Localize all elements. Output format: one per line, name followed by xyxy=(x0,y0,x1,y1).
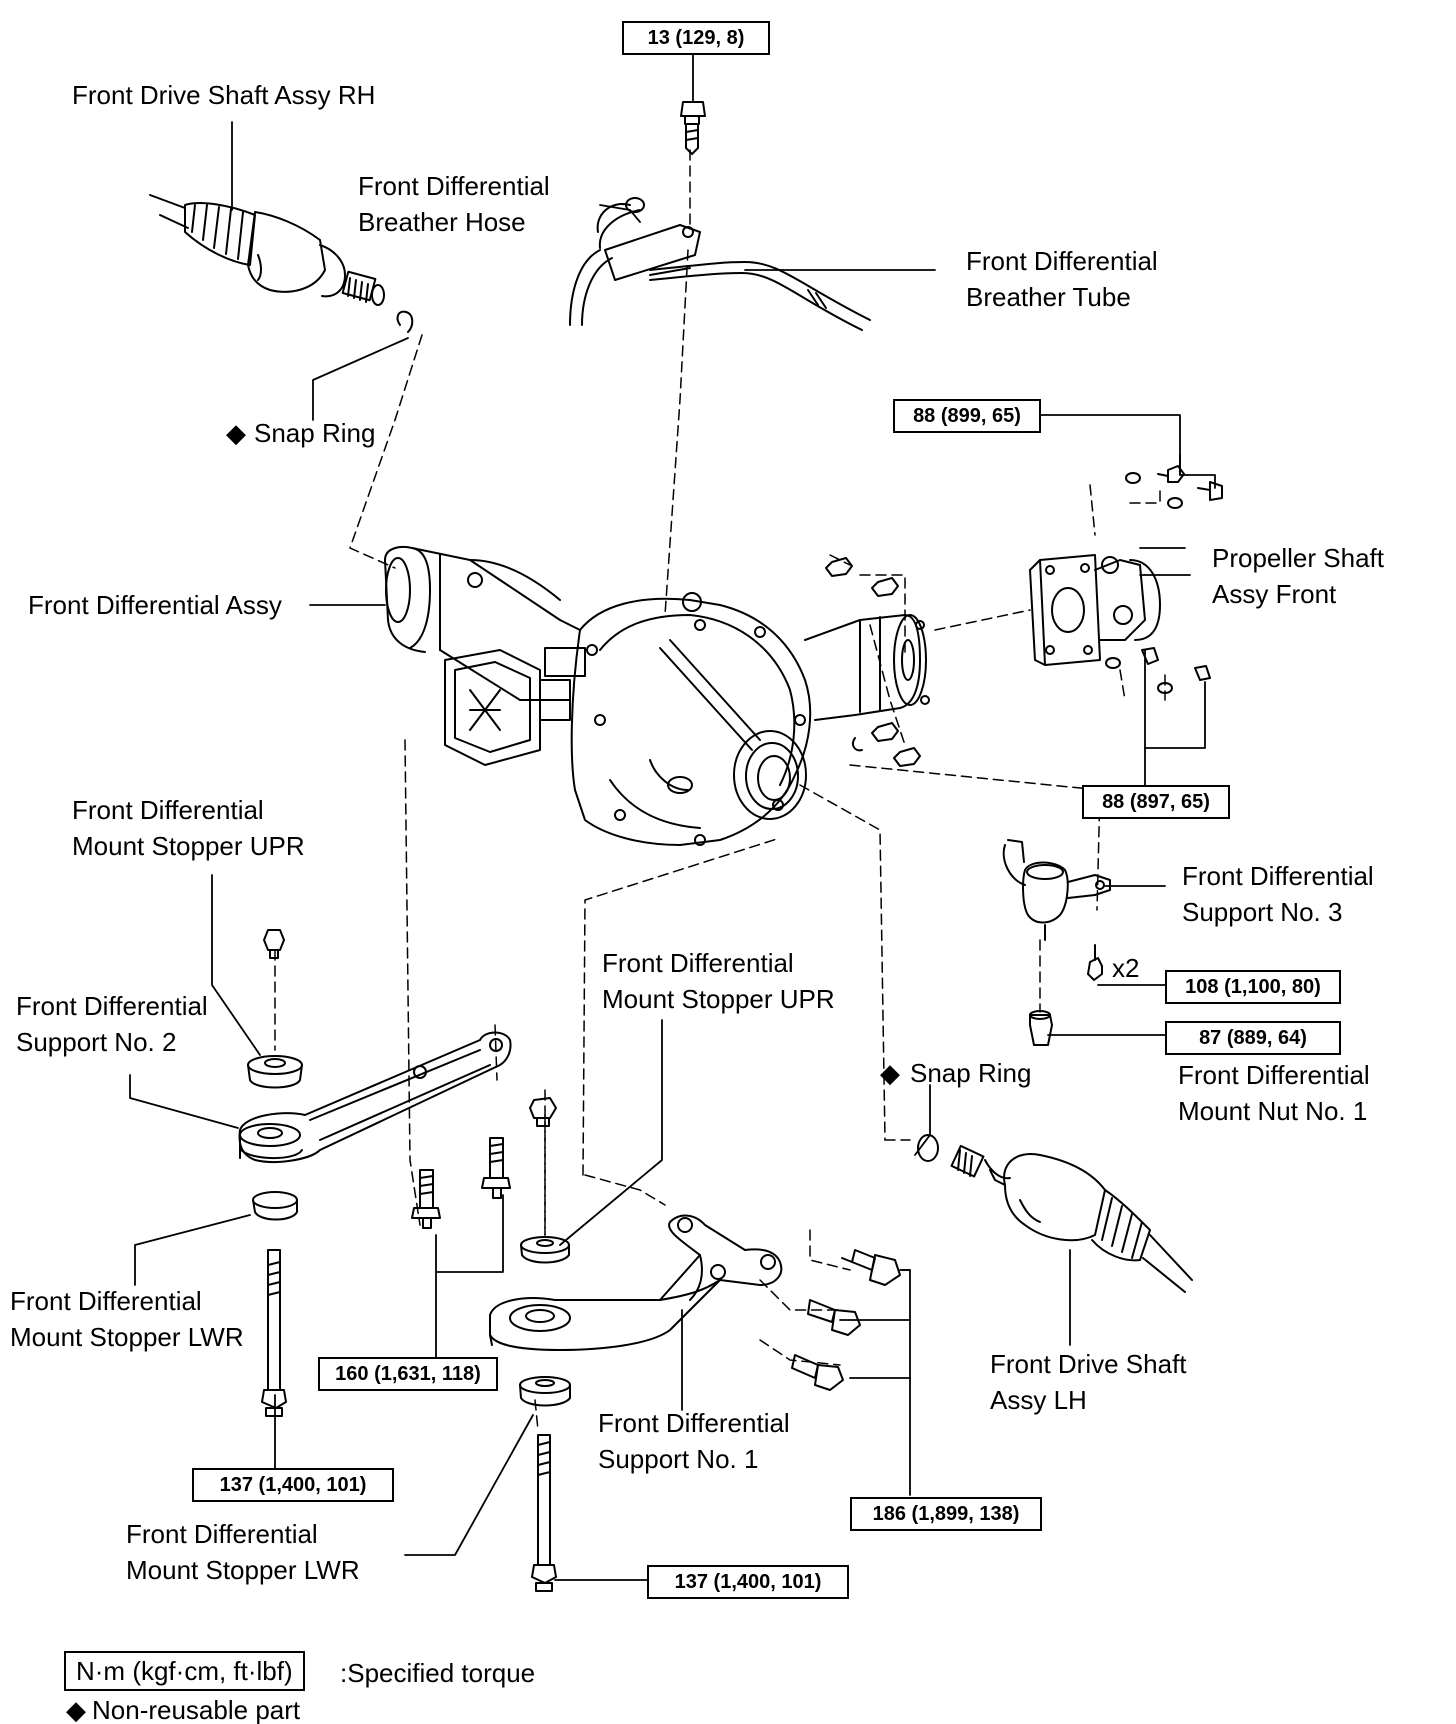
torque-box-stud-left: 137 (1,400, 101) xyxy=(192,1468,394,1502)
label-mount-stopper-lwr-bottom-line2: Mount Stopper LWR xyxy=(126,1555,360,1585)
front-differential-assy xyxy=(384,545,930,846)
label-breather-hose-line1: Front Differential xyxy=(358,171,550,201)
diamond-icon: ◆ xyxy=(226,418,246,448)
label-breather-hose-line2: Breather Hose xyxy=(358,207,526,237)
diamond-icon-2: ◆ xyxy=(880,1058,900,1088)
label-mount-stopper-lwr-bottom-line1: Front Differential xyxy=(126,1519,318,1549)
legend-specified-torque: :Specified torque xyxy=(340,1658,536,1688)
label-breather-tube-line1: Front Differential xyxy=(966,246,1158,276)
torque-box-support-no3: 108 (1,100, 80) xyxy=(1165,970,1341,1004)
front-differential-support-no2 xyxy=(238,929,512,1417)
front-differential-support-no3 xyxy=(1002,839,1111,1046)
label-mount-stopper-lwr-left-line2: Mount Stopper LWR xyxy=(10,1322,244,1352)
label-snap-ring-lower: Snap Ring xyxy=(910,1058,1032,1088)
propeller-shaft-assy-front xyxy=(1029,465,1223,694)
label-snap-ring-top: Snap Ring xyxy=(254,418,376,448)
label-support-no3-line2: Support No. 3 xyxy=(1182,897,1343,927)
label-mount-stopper-upr-left-line1: Front Differential xyxy=(72,795,264,825)
front-differential-support-no1 xyxy=(489,1097,901,1592)
torque-box-support-no2: 160 (1,631, 118) xyxy=(318,1357,498,1391)
top-bolt xyxy=(680,101,706,155)
label-front-drive-shaft-lh-line1: Front Drive Shaft xyxy=(990,1349,1187,1379)
torque-box-propeller-lower: 88 (897, 65) xyxy=(1082,785,1230,819)
label-breather-tube-line2: Breather Tube xyxy=(966,282,1131,312)
label-mount-nut-line1: Front Differential xyxy=(1178,1060,1370,1090)
label-support-no2-line2: Support No. 2 xyxy=(16,1027,177,1057)
label-support-no2-line1: Front Differential xyxy=(16,991,208,1021)
label-x2: x2 xyxy=(1112,953,1140,983)
torque-box-mount-nut-no1: 87 (889, 64) xyxy=(1165,1021,1341,1055)
torque-box-propeller-upper: 88 (899, 65) xyxy=(893,399,1041,433)
label-front-drive-shaft-rh: Front Drive Shaft Assy RH xyxy=(72,80,376,110)
label-mount-stopper-upr-left-line2: Mount Stopper UPR xyxy=(72,831,305,861)
label-propeller-shaft-line1: Propeller Shaft xyxy=(1212,543,1384,573)
dashed-alignment-lines xyxy=(274,149,1166,1431)
label-support-no1-line2: Support No. 1 xyxy=(598,1444,759,1474)
front-drive-shaft-rh xyxy=(149,194,385,306)
torque-box-support-no1: 186 (1,899, 138) xyxy=(850,1497,1042,1531)
label-mount-stopper-upr-mid-line1: Front Differential xyxy=(602,948,794,978)
legend-unit-box: N·m (kgf·cm, ft·lbf) xyxy=(64,1651,305,1691)
label-propeller-shaft-line2: Assy Front xyxy=(1212,579,1337,609)
snap-ring-rh xyxy=(396,310,414,333)
torque-box-top-bolt: 13 (129, 8) xyxy=(622,21,770,55)
label-mount-stopper-upr-mid-line2: Mount Stopper UPR xyxy=(602,984,835,1014)
legend-diamond-icon: ◆ xyxy=(66,1695,86,1724)
breather-hose-tube xyxy=(569,197,871,331)
leader-lines xyxy=(129,52,1216,1581)
label-mount-stopper-lwr-left-line1: Front Differential xyxy=(10,1286,202,1316)
label-mount-nut-line2: Mount Nut No. 1 xyxy=(1178,1096,1368,1126)
label-front-differential-assy: Front Differential Assy xyxy=(28,590,282,620)
torque-box-stud-bottom: 137 (1,400, 101) xyxy=(647,1565,849,1599)
legend-non-reusable-part: Non-reusable part xyxy=(92,1695,301,1724)
label-support-no3-line1: Front Differential xyxy=(1182,861,1374,891)
label-front-drive-shaft-lh-line2: Assy LH xyxy=(990,1385,1087,1415)
snap-ring-lh xyxy=(917,1134,939,1162)
front-drive-shaft-lh xyxy=(950,1144,1193,1293)
label-support-no1-line1: Front Differential xyxy=(598,1408,790,1438)
